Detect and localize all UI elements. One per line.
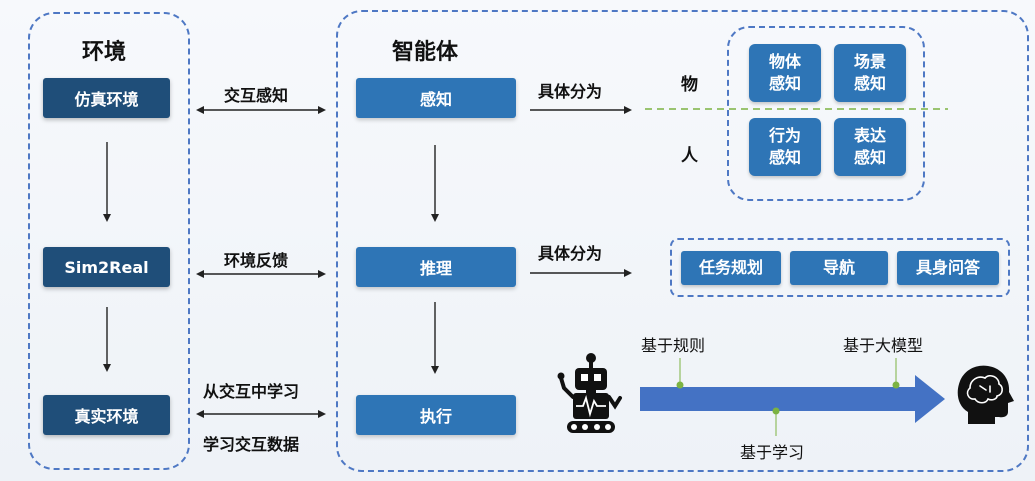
brain-head-icon (957, 365, 1014, 424)
milestone-llm-based: 基于大模型 (843, 336, 924, 355)
expression-perception-line2: 感知 (853, 148, 886, 167)
reasoning-items-group (670, 238, 1010, 297)
interaction-perception-label: 交互感知 (224, 86, 289, 105)
task-planning-tile[interactable]: 任务规划 (681, 251, 781, 285)
object-label: 物 (681, 75, 698, 95)
real-env-node[interactable]: 真实环境 (43, 395, 170, 435)
environment-panel (28, 12, 190, 470)
scene-perception-line1: 场景 (853, 52, 886, 71)
scene-perception-line2: 感知 (853, 74, 886, 93)
agent-panel (336, 10, 1029, 472)
expression-perception-line1: 表达 (853, 126, 886, 145)
embodied-qa-tile[interactable]: 具身问答 (897, 251, 999, 285)
object-perception-line2: 感知 (768, 74, 801, 93)
simulation-env-node[interactable]: 仿真环境 (43, 78, 170, 118)
environment-title: 环境 (82, 40, 127, 65)
perception-tiles-group (727, 26, 925, 201)
sim2real-node[interactable]: Sim2Real (43, 247, 170, 287)
navigation-tile[interactable]: 导航 (790, 251, 888, 285)
env-feedback-label: 环境反馈 (224, 251, 289, 270)
behavior-perception-line1: 行为 (768, 126, 801, 145)
person-label: 人 (681, 146, 698, 166)
perception-node[interactable]: 感知 (356, 78, 516, 118)
execution-node[interactable]: 执行 (356, 395, 516, 435)
agent-title: 智能体 (392, 40, 459, 65)
behavior-perception-tile[interactable]: 行为感知 (749, 118, 821, 176)
learn-from-interaction-label: 从交互中学习 (203, 382, 300, 401)
expression-perception-tile[interactable]: 表达感知 (834, 118, 906, 176)
object-perception-tile[interactable]: 物体感知 (749, 44, 821, 102)
behavior-perception-line2: 感知 (768, 148, 801, 167)
scene-perception-tile[interactable]: 场景感知 (834, 44, 906, 102)
execution-timeline-arrow (640, 375, 945, 423)
milestone-learning-based: 基于学习 (740, 443, 805, 462)
milestone-rule-based: 基于规则 (641, 336, 706, 355)
object-perception-line1: 物体 (768, 52, 801, 71)
reasoning-node[interactable]: 推理 (356, 247, 516, 287)
perception-split-label: 具体分为 (538, 82, 603, 101)
robot-icon (557, 353, 622, 433)
reasoning-split-label: 具体分为 (538, 244, 603, 263)
learn-interaction-data-label: 学习交互数据 (203, 435, 300, 454)
